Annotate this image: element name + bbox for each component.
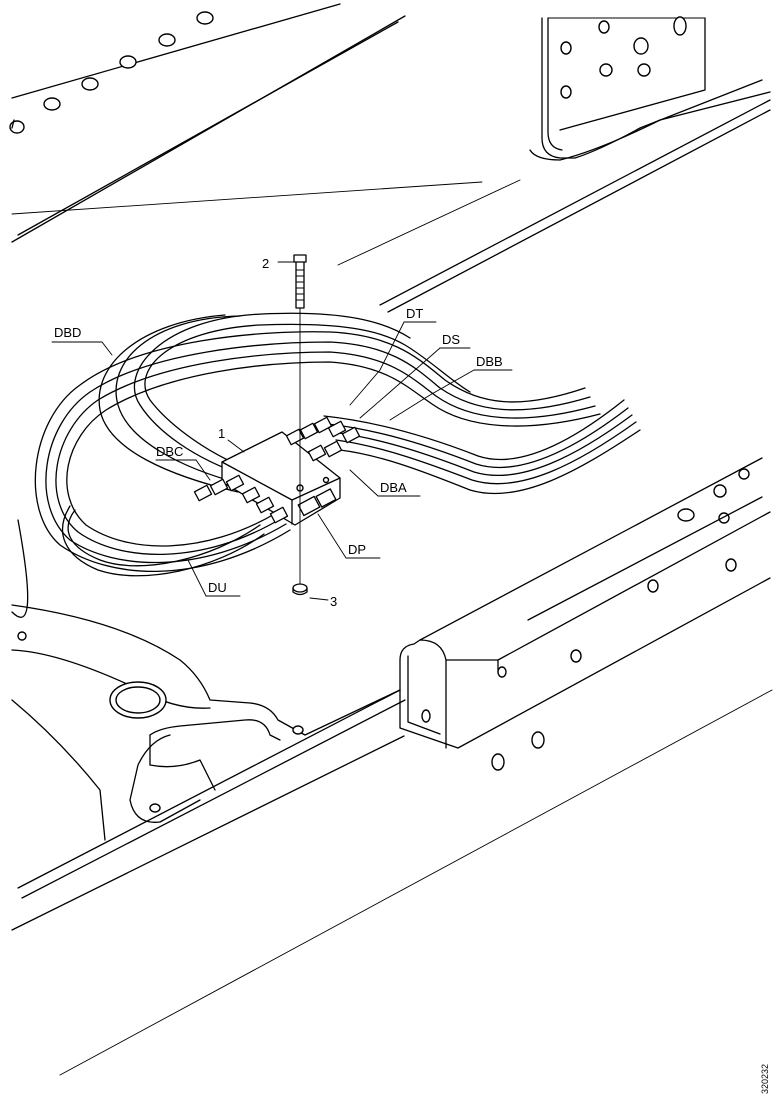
right-frame-rail (11, 457, 773, 1076)
reference-number: 320232 (760, 1064, 770, 1094)
callout-dbc: DBC (156, 444, 183, 459)
nut (292, 583, 308, 596)
connector-group-upper (285, 416, 361, 462)
callout-dba: DBA (380, 480, 407, 495)
callout-ds: DS (442, 332, 460, 347)
leader-lines (51, 261, 513, 601)
callout-labels: DBD DT DS DBB DBC DBA DP DU 1 2 3 (54, 256, 503, 609)
callout-dp: DP (348, 542, 366, 557)
lower-left-crossmember (11, 519, 406, 899)
upper-right-bracket (337, 16, 771, 313)
upper-left-frame-rail (9, 3, 483, 243)
callout-3: 3 (330, 594, 337, 609)
callout-du: DU (208, 580, 227, 595)
callout-dbb: DBB (476, 354, 503, 369)
connector-group-lower (193, 474, 337, 524)
callout-2: 2 (262, 256, 269, 271)
callout-dt: DT (406, 306, 423, 321)
bolt (293, 254, 307, 586)
callout-1: 1 (218, 426, 225, 441)
cable-harness (34, 312, 641, 577)
callout-dbd: DBD (54, 325, 81, 340)
junction-block (193, 416, 361, 526)
